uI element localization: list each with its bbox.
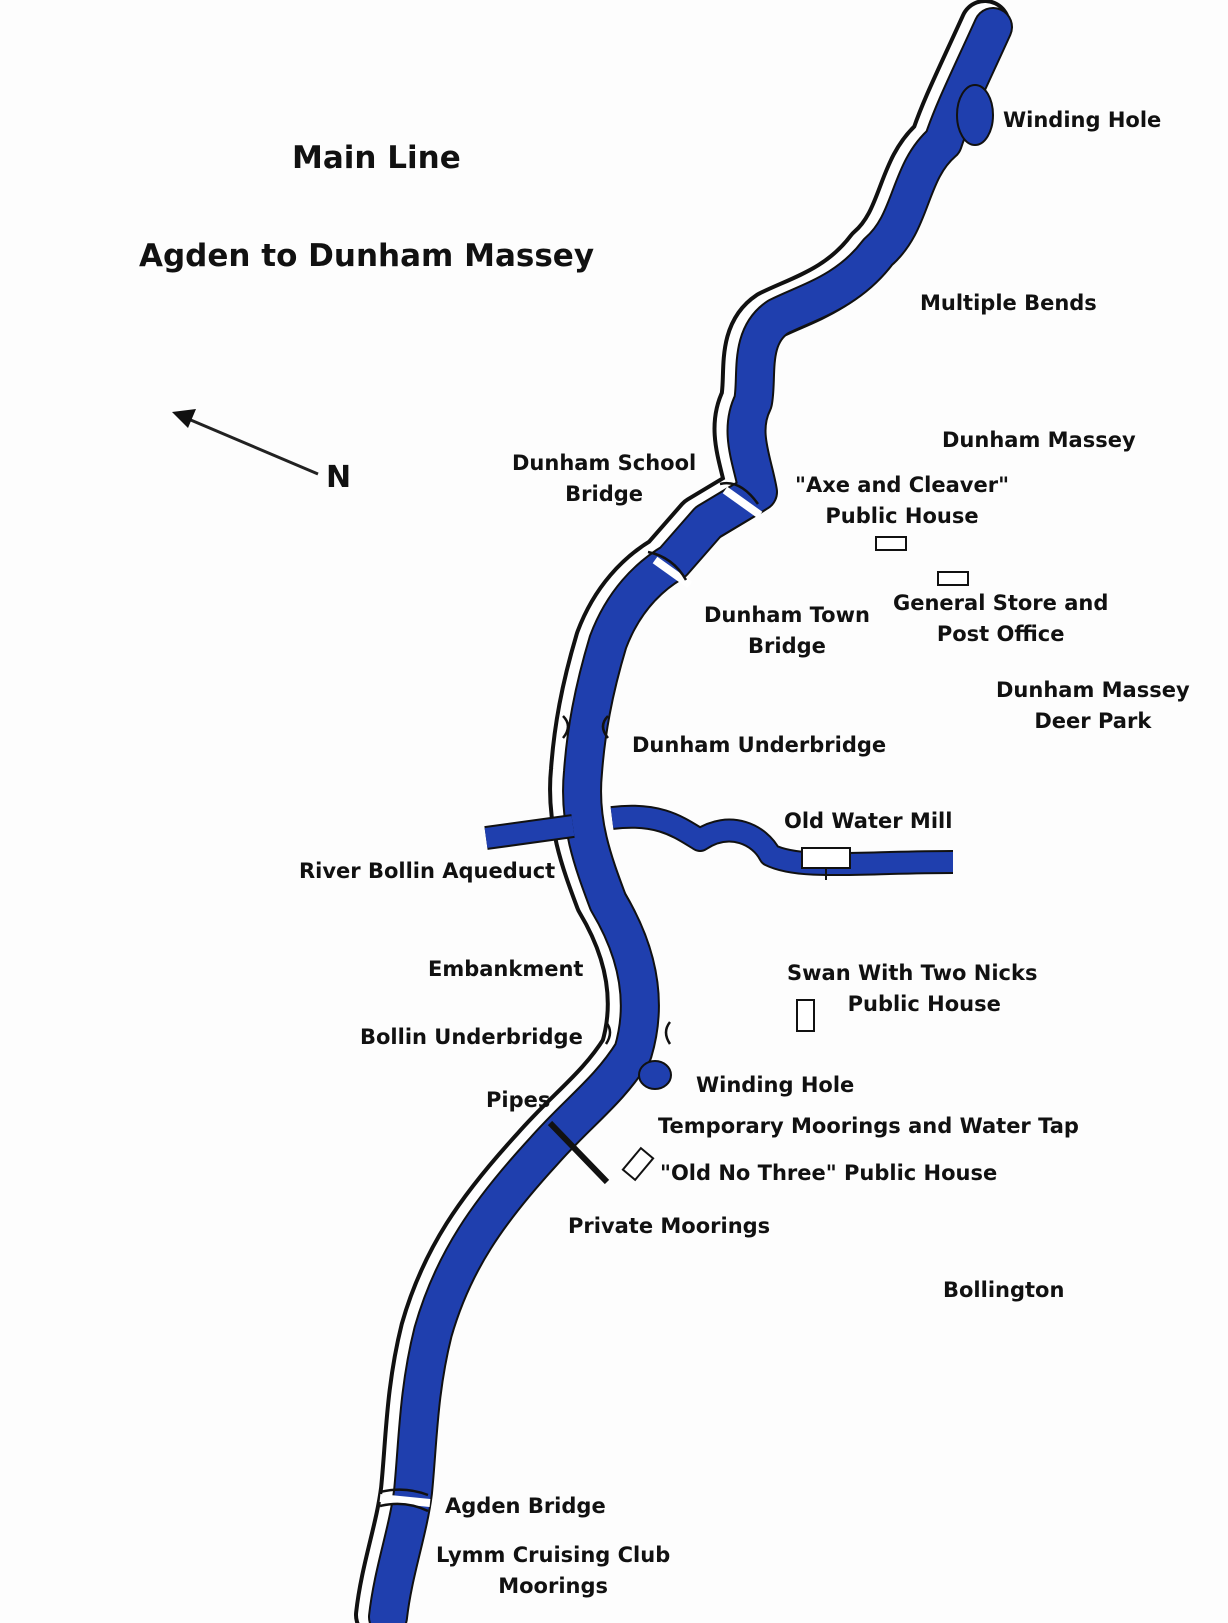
label-line: General Store and <box>893 591 1109 615</box>
label-line: Public House <box>847 992 1001 1016</box>
label-line: Lymm Cruising Club <box>436 1543 671 1567</box>
label-line: Bridge <box>748 634 826 658</box>
north-label: N <box>326 460 352 495</box>
map-subtitle: Agden to Dunham Massey <box>139 238 595 274</box>
label-line: Swan With Two Nicks <box>787 961 1038 985</box>
label-bollin-underbridge: Bollin Underbridge <box>360 1025 583 1049</box>
winding-hole-top <box>956 84 994 146</box>
label-axe-and-cleaver: "Axe and Cleaver" Public House <box>795 470 1009 532</box>
label-dunham-school-bridge: Dunham School Bridge <box>512 448 696 510</box>
agden-bridge-gap <box>379 1494 431 1507</box>
swan-with-two-nicks-building <box>796 999 815 1032</box>
label-swan-with-two-nicks: Swan With Two Nicks Public House <box>787 958 1037 1020</box>
label-lymm-cruising-club: Lymm Cruising Club Moorings <box>436 1540 670 1602</box>
label-multiple-bends: Multiple Bends <box>920 291 1097 315</box>
old-water-mill-building <box>801 847 851 869</box>
label-dunham-underbridge: Dunham Underbridge <box>632 733 887 757</box>
label-deer-park: Dunham Massey Deer Park <box>996 675 1190 737</box>
label-line: Deer Park <box>1034 709 1152 733</box>
dunham-underbridge-marks <box>562 715 609 739</box>
winding-hole-bottom <box>638 1060 672 1090</box>
label-agden-bridge: Agden Bridge <box>445 1494 606 1518</box>
general-store-building <box>937 571 969 586</box>
label-pipes: Pipes <box>486 1088 551 1112</box>
label-line: "Axe and Cleaver" <box>795 473 1010 497</box>
axe-and-cleaver-building <box>875 536 907 551</box>
label-winding-hole-top: Winding Hole <box>1003 108 1162 132</box>
label-line: Public House <box>825 504 979 528</box>
north-arrow-icon <box>172 409 319 476</box>
label-general-store: General Store and Post Office <box>893 588 1108 650</box>
map-title: Main Line <box>292 140 461 176</box>
dunham-school-bridge-gap <box>722 486 763 519</box>
old-no-three-building <box>621 1146 655 1182</box>
dunham-town-bridge-gap <box>652 556 693 589</box>
label-line: Bridge <box>565 482 644 506</box>
label-line: Post Office <box>936 622 1065 646</box>
label-line: Dunham Town <box>704 603 870 627</box>
pipes-line <box>547 1120 610 1185</box>
label-winding-hole-bottom: Winding Hole <box>696 1073 855 1097</box>
label-private-moorings: Private Moorings <box>568 1214 771 1238</box>
label-line: Moorings <box>498 1574 609 1598</box>
label-old-no-three: "Old No Three" Public House <box>660 1161 998 1185</box>
label-dunham-massey: Dunham Massey <box>942 428 1136 452</box>
label-line: Dunham Massey <box>996 678 1190 702</box>
label-embankment: Embankment <box>428 957 584 981</box>
label-line: Dunham School <box>512 451 697 475</box>
label-bollington: Bollington <box>943 1278 1065 1302</box>
bollin-underbridge-marks <box>604 1021 672 1045</box>
label-old-water-mill: Old Water Mill <box>784 809 953 833</box>
river-bollin <box>484 806 954 875</box>
canal-water <box>370 9 1011 1623</box>
label-river-bollin-aqueduct: River Bollin Aqueduct <box>299 859 556 883</box>
label-dunham-town-bridge: Dunham Town Bridge <box>704 600 870 662</box>
label-temporary-moorings: Temporary Moorings and Water Tap <box>658 1114 1079 1138</box>
